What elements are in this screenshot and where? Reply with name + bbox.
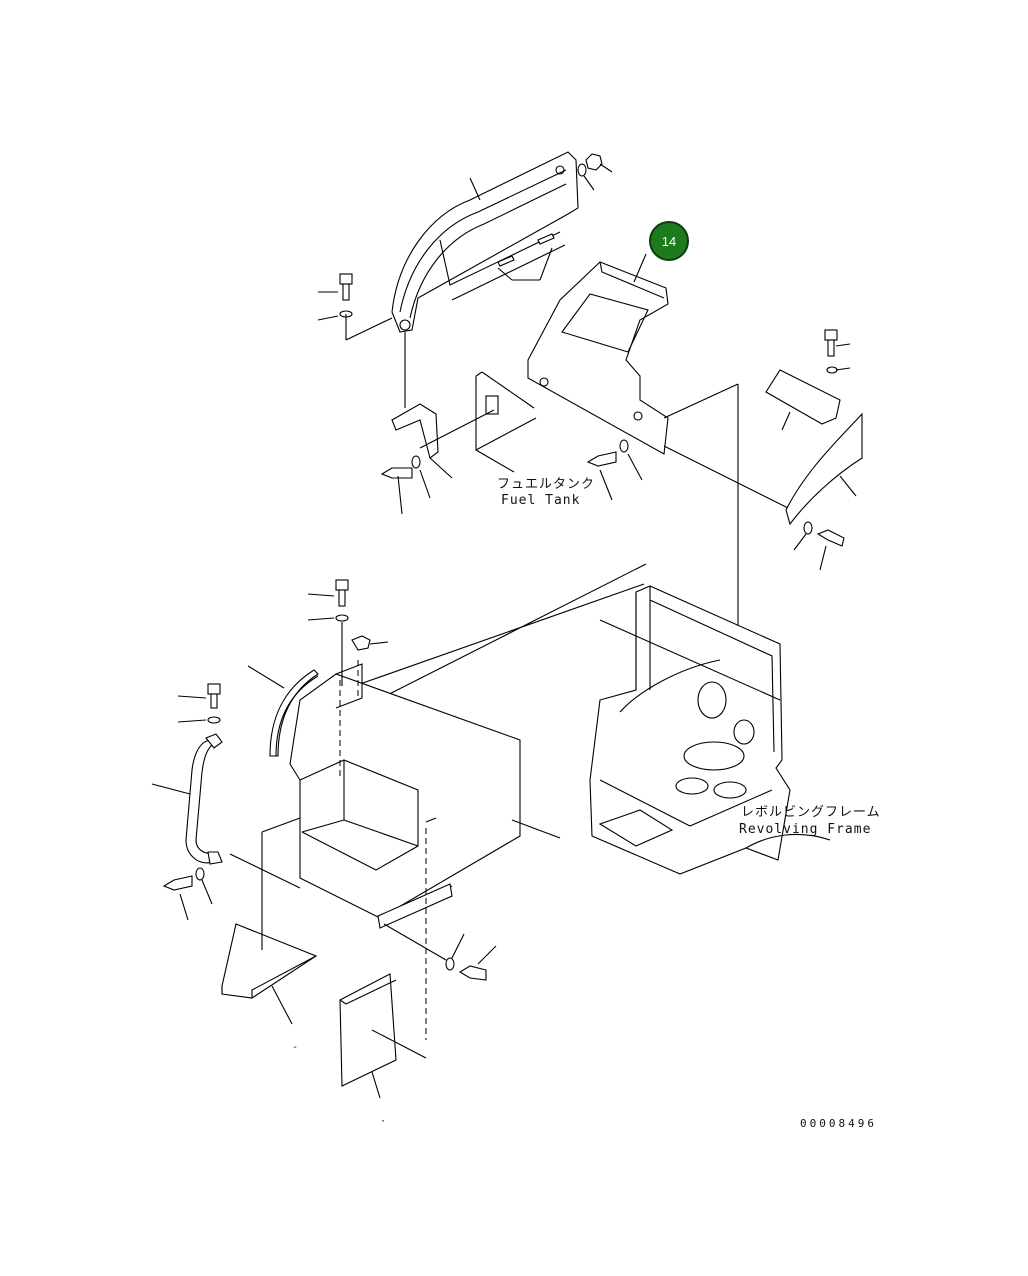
callout-14[interactable]: 14 bbox=[649, 221, 689, 261]
bolt-left-1 bbox=[317, 273, 393, 341]
floor-mat-rect bbox=[339, 973, 427, 1099]
handrail-pipe bbox=[151, 683, 301, 921]
curved-side-cover bbox=[391, 151, 579, 333]
revolving-frame-label-en: Revolving Frame bbox=[739, 822, 872, 837]
nut-top bbox=[577, 153, 613, 191]
bolt-box-bottom bbox=[383, 923, 497, 981]
seal-strip bbox=[247, 665, 319, 757]
drawing-number: 00008496 bbox=[800, 1117, 877, 1130]
bracket-left bbox=[380, 332, 453, 515]
revolving-frame bbox=[589, 585, 831, 875]
dot-mark: · bbox=[380, 1116, 388, 1127]
tool-box bbox=[289, 663, 561, 929]
revolving-frame-label-jp: レボルビングフレーム bbox=[741, 805, 881, 820]
bolt-center bbox=[586, 439, 643, 501]
dash-mark: - bbox=[292, 1042, 300, 1053]
floor-mat-triangle bbox=[221, 817, 318, 1025]
bolt-box-top bbox=[307, 579, 389, 686]
top-cover-part-14 bbox=[527, 253, 789, 664]
fuel-tank-fragment bbox=[419, 371, 537, 473]
fuel-tank-label-jp: フュエルタンク bbox=[497, 477, 596, 492]
fuel-tank-label-en: Fuel Tank bbox=[501, 493, 581, 508]
right-small-cover bbox=[765, 329, 863, 571]
